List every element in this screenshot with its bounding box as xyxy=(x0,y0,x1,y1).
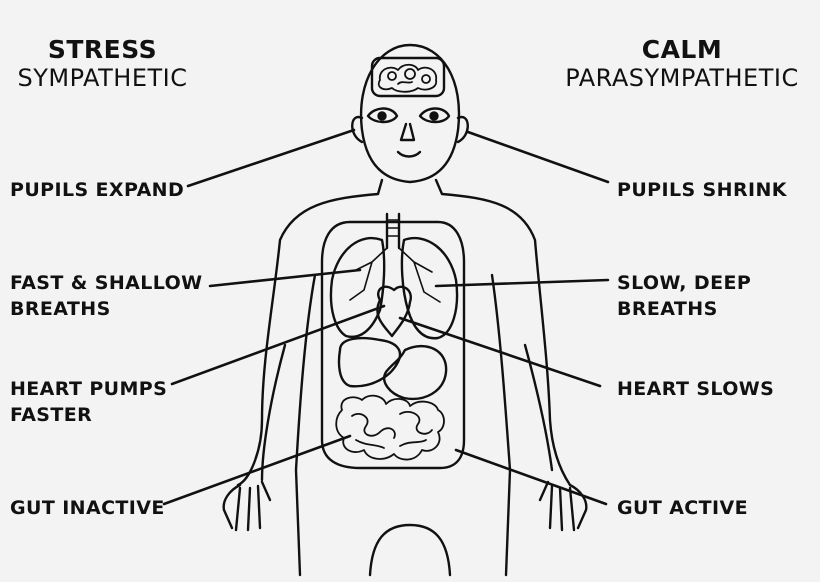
label-line: BREATHS xyxy=(617,298,718,320)
connector-pupils-shrink xyxy=(466,130,610,184)
head xyxy=(351,43,469,184)
brain-icon xyxy=(377,63,438,93)
connector-heart-faster xyxy=(170,304,386,386)
label-pupils-shrink: PUPILS SHRINK xyxy=(617,177,787,203)
label-line: BREATHS xyxy=(10,298,111,320)
connector-fast-breaths xyxy=(208,268,362,288)
label-line: FASTER xyxy=(10,404,93,426)
mouth xyxy=(396,150,422,158)
calm-title: CALM xyxy=(641,35,723,64)
trachea xyxy=(385,212,401,250)
stress-header: STRESS SYMPATHETIC xyxy=(10,35,195,92)
label-line: GUT ACTIVE xyxy=(617,497,748,519)
nose xyxy=(399,122,416,142)
brain-window xyxy=(370,56,446,98)
connector-deep-breaths xyxy=(434,278,610,288)
left-connectors xyxy=(162,128,386,506)
sympathetic-subtitle: SYMPATHETIC xyxy=(17,63,188,92)
label-fast-shallow-breaths: FAST & SHALLOW BREATHS xyxy=(10,270,202,322)
liver xyxy=(337,336,402,388)
stomach xyxy=(383,345,448,401)
label-line: FAST & SHALLOW xyxy=(10,272,203,294)
label-line: SLOW, DEEP xyxy=(617,272,752,294)
label-slow-deep-breaths: SLOW, DEEP BREATHS xyxy=(617,270,751,322)
connector-pupils-expand xyxy=(186,128,356,188)
right-connectors xyxy=(398,130,610,506)
lungs xyxy=(329,237,459,340)
intestines xyxy=(335,394,445,461)
stress-title: STRESS xyxy=(47,35,158,64)
heart xyxy=(376,285,412,338)
label-heart-slows: HEART SLOWS xyxy=(617,376,774,402)
connector-heart-slows xyxy=(398,316,602,388)
eyes xyxy=(366,107,451,124)
connector-gut-inactive xyxy=(162,434,352,506)
left-hand xyxy=(222,480,272,532)
label-line: HEART PUMPS xyxy=(10,378,168,400)
label-line: HEART SLOWS xyxy=(617,378,775,400)
label-line: PUPILS EXPAND xyxy=(10,179,185,201)
label-heart-pumps-faster: HEART PUMPS FASTER xyxy=(10,376,167,428)
label-gut-inactive: GUT INACTIVE xyxy=(10,495,165,521)
label-gut-active: GUT ACTIVE xyxy=(617,495,748,521)
parasympathetic-subtitle: PARASYMPATHETIC xyxy=(565,63,799,92)
right-hand xyxy=(538,480,588,532)
torso xyxy=(236,178,572,577)
label-line: PUPILS SHRINK xyxy=(617,179,787,201)
label-pupils-expand: PUPILS EXPAND xyxy=(10,177,184,203)
connector-gut-active xyxy=(454,448,608,506)
calm-header: CALM PARASYMPATHETIC xyxy=(552,35,812,92)
label-line: GUT INACTIVE xyxy=(10,497,165,519)
organ-cavity xyxy=(320,220,466,470)
